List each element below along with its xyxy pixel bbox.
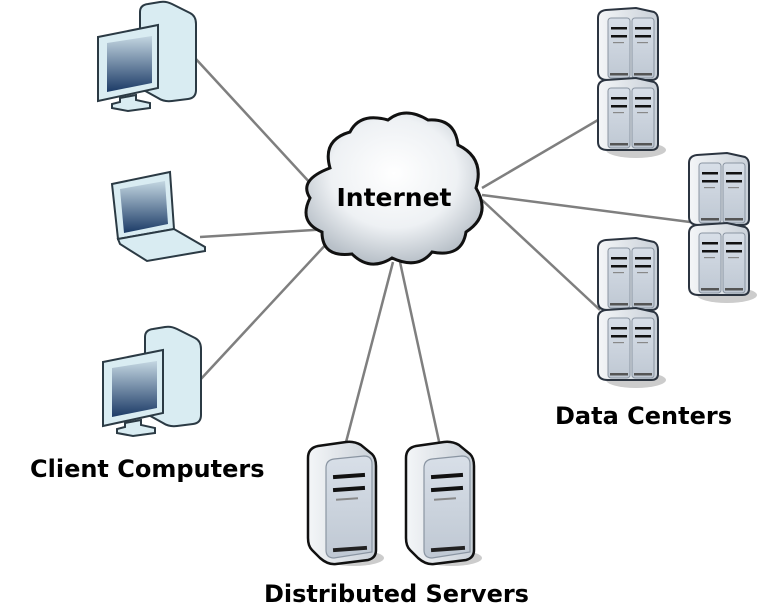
laptop-computer-icon	[110, 170, 206, 263]
connections	[194, 57, 691, 447]
internet-label: Internet	[336, 183, 451, 212]
internet-cloud-icon: Internet	[304, 111, 484, 266]
link-datacenter-1	[481, 118, 599, 190]
server-tower-icon	[306, 440, 386, 568]
data-centers-label: Data Centers	[555, 402, 732, 430]
client-computers-label: Client Computers	[30, 455, 265, 483]
link-laptop	[199, 227, 331, 239]
link-server-1	[343, 261, 395, 447]
data-center-rack-icon	[598, 238, 666, 388]
desktop-computer-icon	[102, 325, 202, 438]
server-tower-icon	[404, 440, 484, 568]
link-datacenter-3	[481, 199, 601, 311]
link-desktop-2	[199, 239, 331, 381]
link-datacenter-2	[481, 193, 691, 224]
link-desktop-1	[194, 57, 313, 186]
desktop-computer-icon	[97, 0, 197, 113]
link-server-2	[398, 261, 442, 447]
data-center-rack-icon	[598, 8, 666, 158]
data-center-rack-icon	[689, 153, 757, 303]
distributed-servers-label: Distributed Servers	[264, 580, 529, 608]
